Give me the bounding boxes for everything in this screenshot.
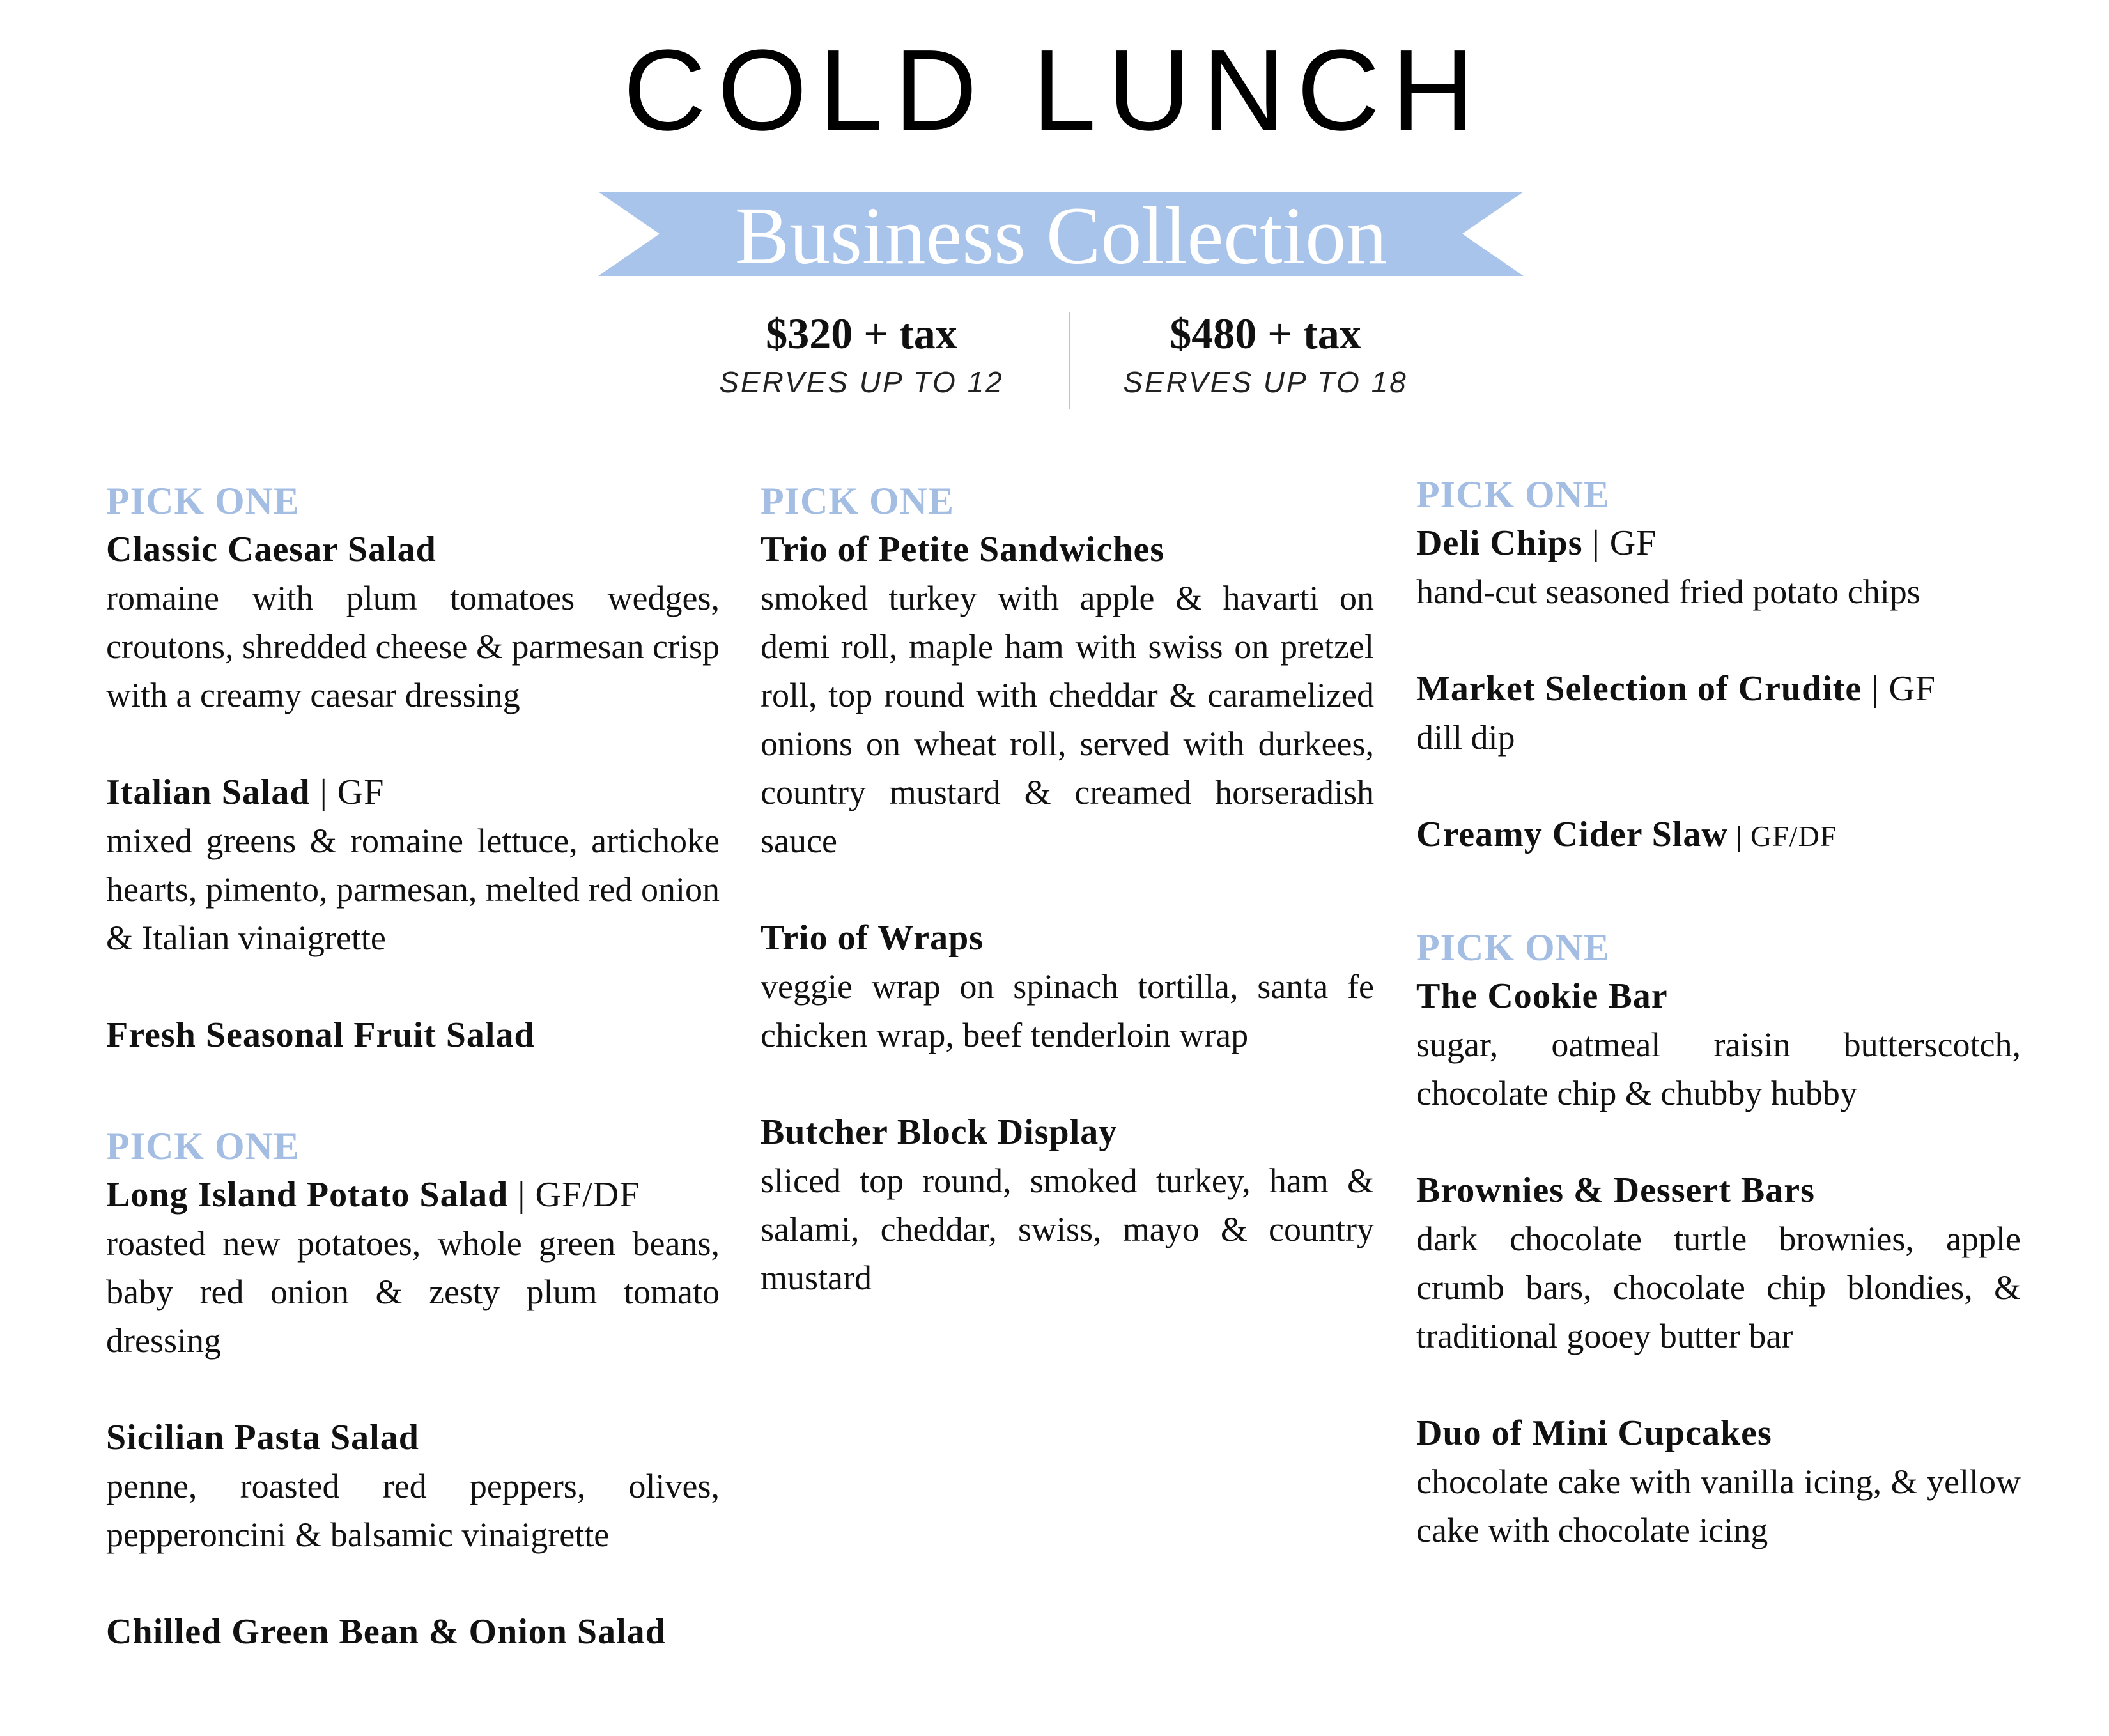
menu-item-name: Brownies & Dessert Bars — [1416, 1171, 1815, 1210]
menu-item-description: smoked turkey with apple & havarti on de… — [761, 579, 1374, 860]
menu-column-sandwiches: PICK ONE Trio of Petite Sandwiches smoke… — [761, 477, 1374, 1302]
menu-item-description: sliced top round, smoked turkey, ham & s… — [761, 1162, 1374, 1297]
collection-banner: Business Collection — [598, 190, 1524, 281]
pick-one-heading: PICK ONE — [1416, 473, 1611, 516]
menu-item-name: Chilled Green Bean & Onion Salad — [106, 1612, 666, 1652]
menu-item-description: veggie wrap on spinach tortilla, santa f… — [761, 967, 1374, 1054]
serves-count: SERVES UP TO 18 — [1123, 365, 1408, 399]
menu-column-sides-desserts: PICK ONE Deli Chips | GF hand-cut season… — [1416, 470, 2021, 1555]
dietary-tag: | GF — [1862, 669, 1936, 709]
menu-item-name: Classic Caesar Salad — [106, 530, 436, 569]
menu-item-name: Deli Chips | GF — [1416, 523, 1657, 563]
banner-ribbon-shape — [598, 192, 1524, 276]
menu-item-description: penne, roasted red peppers, olives, pepp… — [106, 1467, 720, 1554]
menu-item-name: Trio of Wraps — [761, 918, 984, 958]
menu-item-name: Butcher Block Display — [761, 1112, 1118, 1152]
menu-item-name: Italian Salad | GF — [106, 772, 385, 812]
pick-one-heading: PICK ONE — [761, 480, 955, 522]
menu-item-name: Market Selection of Crudite | GF — [1416, 669, 1936, 709]
menu-item-description: romaine with plum tomatoes wedges, crout… — [106, 579, 720, 714]
menu-item-name: Trio of Petite Sandwiches — [761, 530, 1165, 569]
pick-one-heading: PICK ONE — [106, 480, 300, 522]
menu-item-name: Fresh Seasonal Fruit Salad — [106, 1015, 535, 1055]
price-option-small: $320 + tax SERVES UP TO 12 — [670, 308, 1053, 401]
menu-item-name: Creamy Cider Slaw | GF/DF — [1416, 815, 1837, 854]
dietary-tag: | GF — [310, 772, 385, 812]
menu-item-name: Long Island Potato Salad | GF/DF — [106, 1175, 640, 1215]
menu-item-description: hand-cut seasoned fried potato chips — [1416, 572, 1920, 611]
serves-count: SERVES UP TO 12 — [719, 365, 1004, 399]
menu-item-description: roasted new potatoes, whole green beans,… — [106, 1224, 720, 1360]
banner-title: Business Collection — [734, 190, 1387, 281]
menu-item-name: The Cookie Bar — [1416, 976, 1668, 1016]
menu-column-salads: PICK ONE Classic Caesar Salad romaine wi… — [106, 477, 720, 1656]
price-option-large: $480 + tax SERVES UP TO 18 — [1074, 308, 1457, 401]
dietary-tag: | GF/DF — [1727, 820, 1837, 852]
menu-title: COLD LUNCH — [622, 26, 1487, 155]
price-amount: $480 + tax — [1170, 309, 1361, 358]
menu-item-description: chocolate cake with vanilla icing, & yel… — [1416, 1463, 2021, 1549]
menu-item-name: Sicilian Pasta Salad — [106, 1418, 419, 1457]
menu-item-description: mixed greens & romaine lettuce, artichok… — [106, 822, 720, 957]
dietary-tag: | GF — [1582, 523, 1657, 563]
dietary-tag: | GF/DF — [508, 1175, 640, 1215]
price-divider — [1069, 312, 1070, 409]
menu-item-description: dill dip — [1416, 718, 1515, 757]
pick-one-heading: PICK ONE — [106, 1125, 300, 1167]
menu-item-description: dark chocolate turtle brownies, apple cr… — [1416, 1220, 2021, 1355]
price-amount: $320 + tax — [766, 309, 957, 358]
menu-item-name: Duo of Mini Cupcakes — [1416, 1413, 1772, 1453]
pick-one-heading: PICK ONE — [1416, 926, 1611, 969]
menu-item-description: sugar, oatmeal raisin butterscotch, choc… — [1416, 1025, 2021, 1112]
